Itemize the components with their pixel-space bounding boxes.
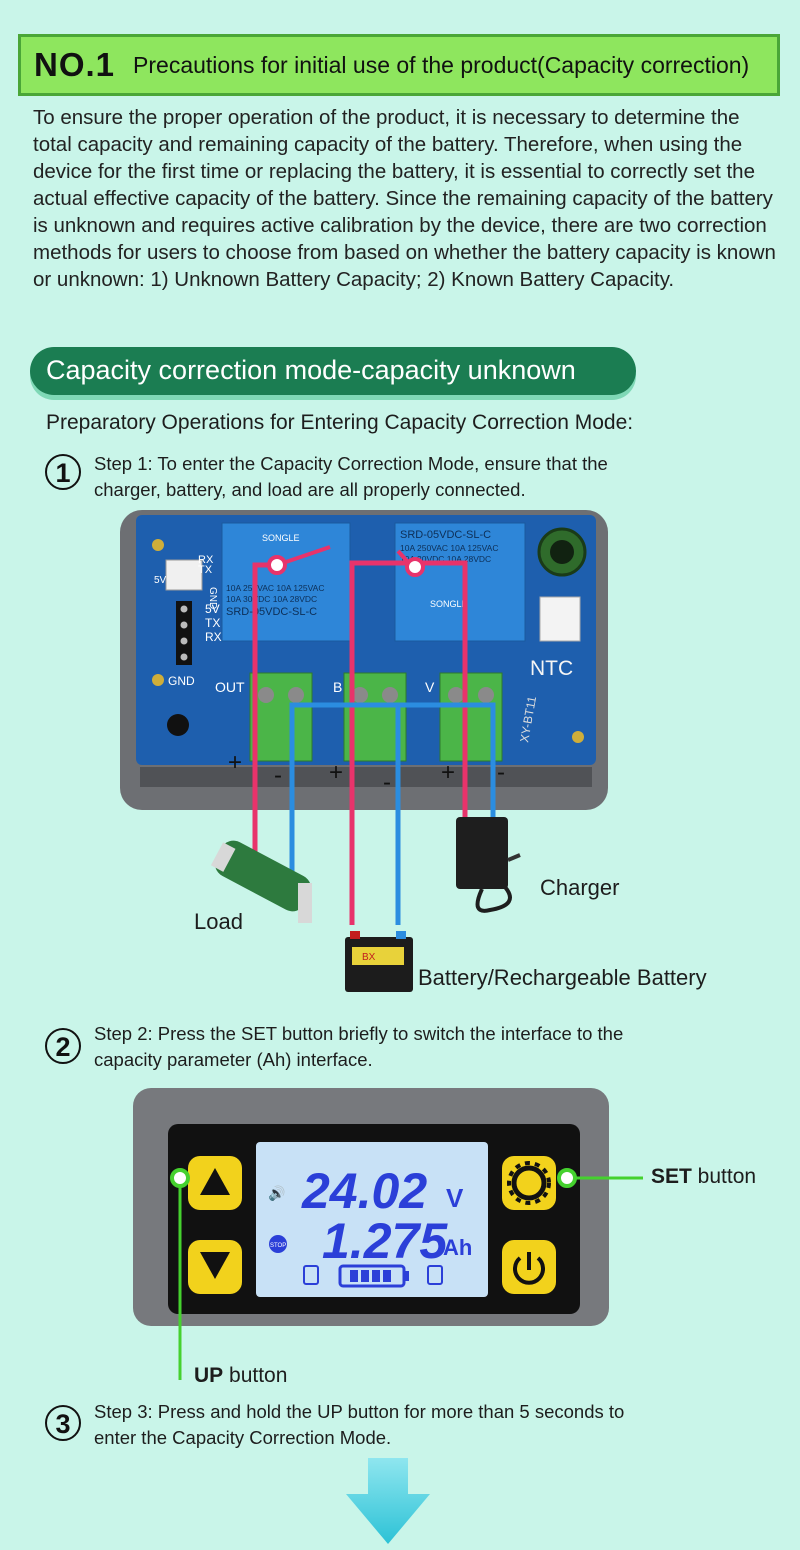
step-3-line1: Step 3: Press and hold the UP button for…	[94, 1401, 625, 1422]
intro-paragraph: To ensure the proper operation of the pr…	[33, 106, 776, 291]
svg-text:10A 30VDC 10A 28VDC: 10A 30VDC 10A 28VDC	[400, 554, 491, 564]
step-2-text: Step 2: Press the SET button briefly to …	[94, 1021, 623, 1073]
up-button[interactable]	[188, 1156, 242, 1210]
svg-text:TX: TX	[205, 616, 220, 630]
negative-wires	[289, 702, 496, 925]
charger-label: Charger	[540, 875, 619, 900]
svg-text:-: -	[383, 769, 391, 796]
svg-text:OUT: OUT	[215, 679, 245, 695]
svg-text:+: +	[329, 759, 343, 786]
lcd-screen	[256, 1142, 488, 1297]
svg-text:+: +	[228, 749, 242, 776]
step-1-line2: charger, battery, and load are all prope…	[94, 479, 526, 500]
step-3-line2: enter the Capacity Correction Mode.	[94, 1427, 392, 1448]
svg-text:BX: BX	[362, 952, 376, 963]
lcd-capacity: 1.275	[322, 1213, 448, 1269]
step-3-text: Step 3: Press and hold the UP button for…	[94, 1399, 624, 1451]
power-icon	[513, 1256, 545, 1285]
svg-text:GND: GND	[168, 674, 195, 688]
relay-right: SRD-05VDC-SL-C 10A 250VAC 10A 125VAC 10A…	[394, 522, 526, 642]
power-button[interactable]	[502, 1240, 556, 1294]
wiring-diagram: SONGLE 10A 250VAC 10A 125VAC 10A 30VDC 1…	[120, 510, 707, 992]
uart-connector	[165, 559, 203, 591]
step-2-line1: Step 2: Press the SET button briefly to …	[94, 1023, 624, 1044]
svg-text:-: -	[274, 762, 282, 789]
svg-text:-: -	[497, 759, 505, 786]
buzzer	[167, 714, 189, 736]
set-button-label: SET button	[651, 1165, 757, 1188]
svg-text:RX: RX	[205, 630, 222, 644]
load-label: Load	[194, 909, 243, 934]
ntc-connector	[539, 596, 581, 642]
pin-header	[176, 601, 192, 665]
svg-text:GND: GND	[207, 587, 218, 609]
speaker-icon: 🔊	[268, 1184, 285, 1202]
terminal-out	[249, 672, 313, 762]
battery-icon: BX	[345, 931, 413, 992]
svg-text:STOP: STOP	[270, 1243, 286, 1249]
section-title: Precautions for initial use of the produ…	[133, 51, 750, 78]
section-number: NO.1	[34, 46, 116, 83]
svg-text:SONGLE: SONGLE	[430, 599, 468, 609]
svg-text:10A 250VAC 10A 125VAC: 10A 250VAC 10A 125VAC	[226, 583, 324, 593]
set-button[interactable]	[502, 1156, 556, 1210]
svg-text:V: V	[425, 679, 435, 695]
step-2-number: 2	[45, 1028, 81, 1064]
set-callout-dot	[557, 1168, 577, 1188]
ntc-label: NTC	[530, 657, 573, 680]
svg-text:10A 250VAC 10A 125VAC: 10A 250VAC 10A 125VAC	[400, 543, 498, 553]
relay-left: SONGLE 10A 250VAC 10A 125VAC 10A 30VDC 1…	[221, 522, 351, 642]
charger-adapter	[456, 817, 521, 913]
svg-text:5V: 5V	[154, 575, 167, 586]
step-1-number: 1	[45, 454, 81, 490]
mode-title-pill: Capacity correction mode-capacity unknow…	[30, 347, 636, 395]
svg-text:B: B	[333, 679, 342, 695]
lcd-voltage-unit: V	[446, 1183, 464, 1213]
section-header: NO.1 Precautions for initial use of the …	[18, 34, 780, 96]
gear-icon	[511, 1165, 547, 1201]
up-button-label: UP button	[194, 1364, 288, 1387]
battery-label: Battery/Rechargeable Battery	[418, 965, 707, 990]
svg-text:SRD-05VDC-SL-C: SRD-05VDC-SL-C	[400, 529, 491, 541]
step-1-text: Step 1: To enter the Capacity Correction…	[94, 451, 608, 503]
step-3-number: 3	[45, 1405, 81, 1441]
up-arrow-icon	[200, 1168, 230, 1195]
stop-icon	[269, 1235, 287, 1253]
lcd-voltage: 24.02	[301, 1163, 427, 1219]
step-1-line1: Step 1: To enter the Capacity Correction…	[94, 453, 608, 474]
preparatory-heading: Preparatory Operations for Entering Capa…	[46, 411, 634, 434]
battery-mode-icon	[303, 1265, 319, 1285]
svg-text:+: +	[441, 759, 455, 786]
next-arrow-icon	[346, 1458, 430, 1544]
load-resistor	[210, 840, 312, 923]
svg-text:SRD-05VDC-SL-C: SRD-05VDC-SL-C	[226, 606, 317, 618]
svg-text:10A 30VDC 10A 28VDC: 10A 30VDC 10A 28VDC	[226, 594, 317, 604]
device-front-panel: 🔊 24.02 V 1.275 Ah STOP	[133, 1088, 643, 1380]
svg-text:RX: RX	[198, 554, 214, 566]
svg-text:TX: TX	[198, 564, 213, 576]
step-2-line2: capacity parameter (Ah) interface.	[94, 1049, 373, 1070]
lcd-capacity-unit: Ah	[443, 1235, 472, 1260]
svg-text:SONGLE: SONGLE	[262, 533, 300, 543]
down-button[interactable]	[188, 1240, 242, 1294]
charging-icon	[427, 1265, 443, 1285]
down-arrow-icon	[200, 1252, 230, 1279]
svg-text:5V: 5V	[205, 602, 220, 616]
up-callout-dot	[170, 1168, 190, 1188]
